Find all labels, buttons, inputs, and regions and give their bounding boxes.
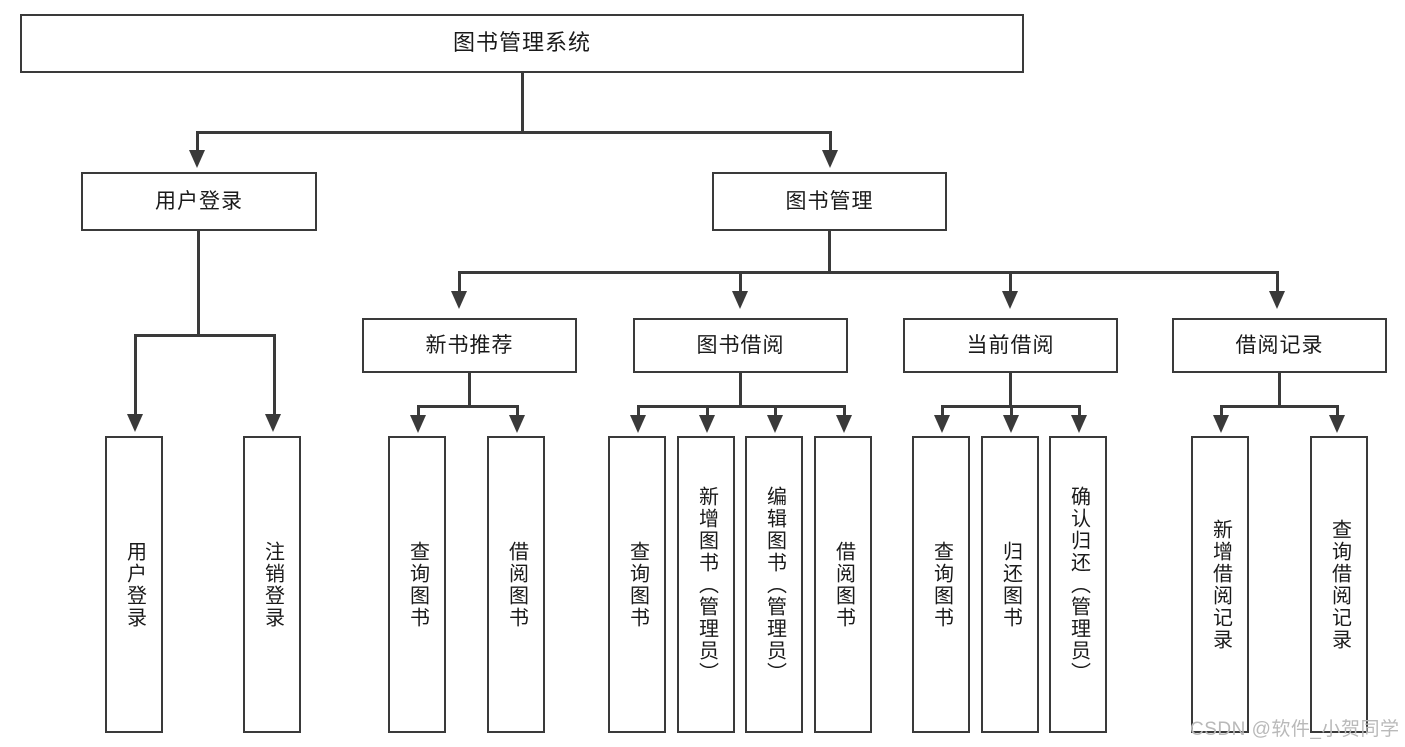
arrow-to-leaf-query-book-1: [410, 415, 426, 433]
arrow-to-leaf-query-record: [1329, 415, 1345, 433]
arrow-to-leaf-logout: [265, 414, 281, 432]
node-label: 注销登录: [261, 540, 284, 629]
leaf-return-book[interactable]: 归还图书: [981, 436, 1039, 733]
arrow-to-leaf-add-book: [699, 415, 715, 433]
edge-borrow-bus: [637, 405, 843, 408]
node-label: 查询借阅记录: [1328, 518, 1351, 651]
node-label: 借阅图书: [832, 540, 855, 629]
edge-recommend-bus: [417, 405, 519, 408]
edge-current-bus: [941, 405, 1078, 408]
node-label: 查询图书: [930, 540, 953, 629]
node-book-management[interactable]: 图书管理: [712, 172, 947, 231]
node-current-borrow[interactable]: 当前借阅: [903, 318, 1118, 373]
node-label: 新书推荐: [425, 333, 514, 357]
node-label: 编辑图书（管理员）: [763, 485, 786, 684]
arrow-to-leaf-edit-book: [767, 415, 783, 433]
leaf-confirm-return-admin[interactable]: 确认归还（管理员）: [1049, 436, 1107, 733]
edge-root-stem: [521, 73, 524, 133]
arrow-to-borrow-records: [1269, 291, 1285, 309]
edge-borrow-drop-2: [706, 405, 709, 417]
edge-current-drop-3: [1078, 405, 1081, 417]
arrow-to-leaf-borrow-book-1: [509, 415, 525, 433]
edge-bookmgmt-bus: [458, 271, 1279, 274]
node-label: 归还图书: [999, 540, 1022, 629]
arrow-to-leaf-user-login: [127, 414, 143, 432]
arrow-to-leaf-return-book: [1003, 415, 1019, 433]
node-label: 借阅图书: [505, 540, 528, 629]
node-label: 新增图书（管理员）: [695, 485, 718, 684]
leaf-add-borrow-record[interactable]: 新增借阅记录: [1191, 436, 1249, 733]
arrow-to-leaf-query-book-2: [630, 415, 646, 433]
node-label: 图书管理: [785, 189, 874, 213]
edge-recommend-drop-2: [516, 405, 519, 417]
node-label: 当前借阅: [966, 333, 1055, 357]
edge-bookmgmt-drop-2: [739, 271, 742, 293]
edge-current-drop-1: [941, 405, 944, 417]
leaf-edit-book-admin[interactable]: 编辑图书（管理员）: [745, 436, 803, 733]
edge-current-drop-2: [1010, 405, 1013, 417]
edge-records-stem: [1278, 373, 1281, 407]
arrow-to-leaf-confirm-return: [1071, 415, 1087, 433]
edge-borrow-drop-1: [637, 405, 640, 417]
edge-root-to-bookmgmt: [829, 131, 832, 153]
node-label: 图书借阅: [696, 333, 785, 357]
node-label: 用户登录: [123, 540, 146, 629]
arrow-to-leaf-add-record: [1213, 415, 1229, 433]
edge-bookmgmt-drop-1: [458, 271, 461, 293]
edge-bookmgmt-drop-3: [1009, 271, 1012, 293]
node-borrow-records[interactable]: 借阅记录: [1172, 318, 1387, 373]
node-label: 新增借阅记录: [1209, 518, 1232, 651]
arrow-to-leaf-borrow-book-2: [836, 415, 852, 433]
arrow-to-book-borrow: [732, 291, 748, 309]
edge-current-stem: [1009, 373, 1012, 407]
leaf-borrow-book[interactable]: 借阅图书: [814, 436, 872, 733]
leaf-logout[interactable]: 注销登录: [243, 436, 301, 733]
node-book-borrow[interactable]: 图书借阅: [633, 318, 848, 373]
arrow-to-new-book-recommend: [451, 291, 467, 309]
edge-borrow-drop-4: [843, 405, 846, 417]
edge-records-bus: [1220, 405, 1339, 408]
leaf-user-login[interactable]: 用户登录: [105, 436, 163, 733]
node-label: 查询图书: [406, 540, 429, 629]
edge-borrow-stem: [739, 373, 742, 407]
arrow-to-leaf-query-book-3: [934, 415, 950, 433]
leaf-query-book-borrow[interactable]: 查询图书: [608, 436, 666, 733]
arrow-to-user-login: [189, 150, 205, 168]
edge-bookmgmt-drop-4: [1276, 271, 1279, 293]
leaf-query-book-current[interactable]: 查询图书: [912, 436, 970, 733]
edge-root-bus: [196, 131, 832, 134]
edge-recommend-drop-1: [417, 405, 420, 417]
edge-root-to-login: [196, 131, 199, 153]
edge-login-left-drop: [134, 334, 137, 416]
watermark: CSDN @软件_小贺同学: [1190, 719, 1400, 740]
node-label: 用户登录: [155, 189, 243, 213]
edge-records-drop-1: [1220, 405, 1223, 417]
node-root-library-system[interactable]: 图书管理系统: [20, 14, 1024, 73]
arrow-to-current-borrow: [1002, 291, 1018, 309]
leaf-borrow-book-recommend[interactable]: 借阅图书: [487, 436, 545, 733]
edge-recommend-stem: [468, 373, 471, 407]
leaf-add-book-admin[interactable]: 新增图书（管理员）: [677, 436, 735, 733]
edge-login-right-drop: [273, 334, 276, 416]
arrow-to-book-management: [822, 150, 838, 168]
node-new-book-recommend[interactable]: 新书推荐: [362, 318, 577, 373]
edge-login-stem: [197, 231, 200, 336]
edge-borrow-drop-3: [774, 405, 777, 417]
leaf-query-book-recommend[interactable]: 查询图书: [388, 436, 446, 733]
node-label: 查询图书: [626, 540, 649, 629]
node-label: 借阅记录: [1235, 333, 1324, 357]
leaf-query-borrow-record[interactable]: 查询借阅记录: [1310, 436, 1368, 733]
edge-records-drop-2: [1336, 405, 1339, 417]
node-label: 确认归还（管理员）: [1067, 485, 1090, 684]
edge-bookmgmt-stem: [828, 231, 831, 273]
edge-login-bus: [134, 334, 276, 337]
node-user-login[interactable]: 用户登录: [81, 172, 317, 231]
node-label: 图书管理系统: [452, 30, 591, 56]
